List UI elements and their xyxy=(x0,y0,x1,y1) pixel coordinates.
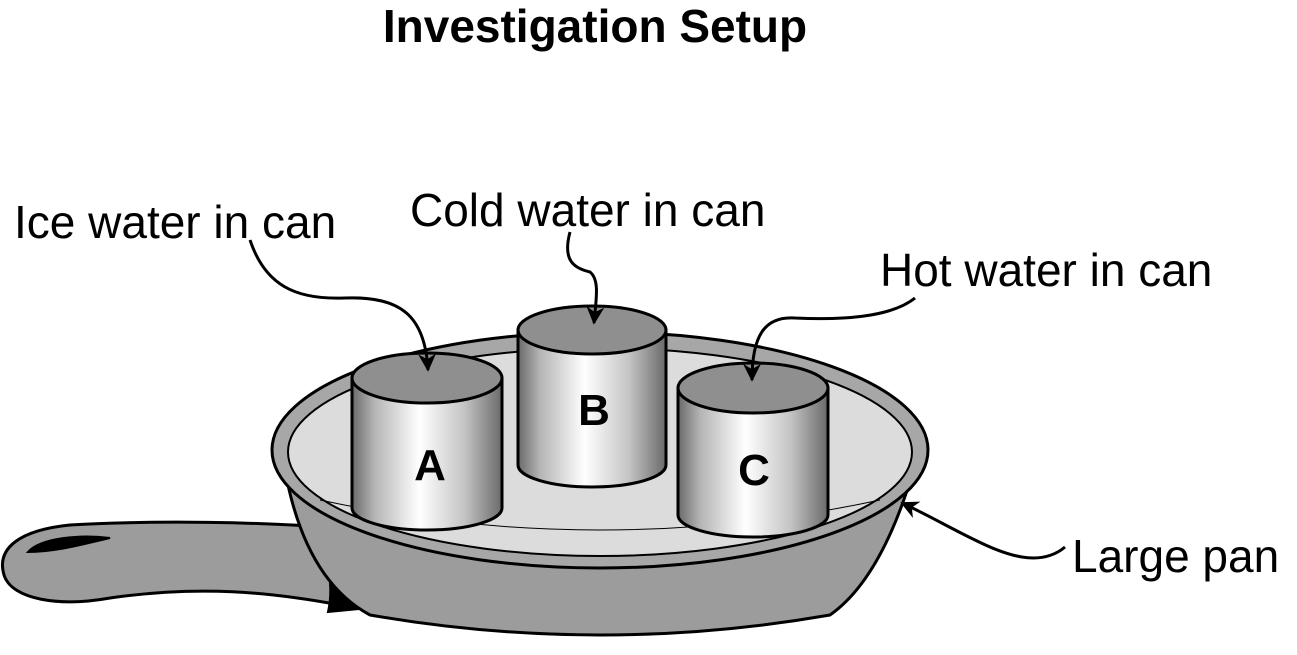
can-a-label: A xyxy=(414,441,446,490)
label-cold-water: Cold water in can xyxy=(410,184,765,236)
page-title: Investigation Setup xyxy=(383,0,807,52)
arrow-large-pan xyxy=(900,501,1066,560)
label-large-pan: Large pan xyxy=(1072,530,1279,582)
arrow-cold-water xyxy=(566,231,605,325)
arrow-hot-water xyxy=(743,296,916,382)
can-b: B xyxy=(516,304,668,489)
can-b-label: B xyxy=(578,386,610,435)
can-c: C xyxy=(676,361,830,539)
arrow-ice-water xyxy=(248,239,437,372)
can-c-label: C xyxy=(738,446,770,495)
label-ice-water: Ice water in can xyxy=(14,196,336,248)
handle-hole-icon xyxy=(25,535,111,554)
label-hot-water: Hot water in can xyxy=(880,244,1212,296)
can-a: A xyxy=(350,351,504,532)
